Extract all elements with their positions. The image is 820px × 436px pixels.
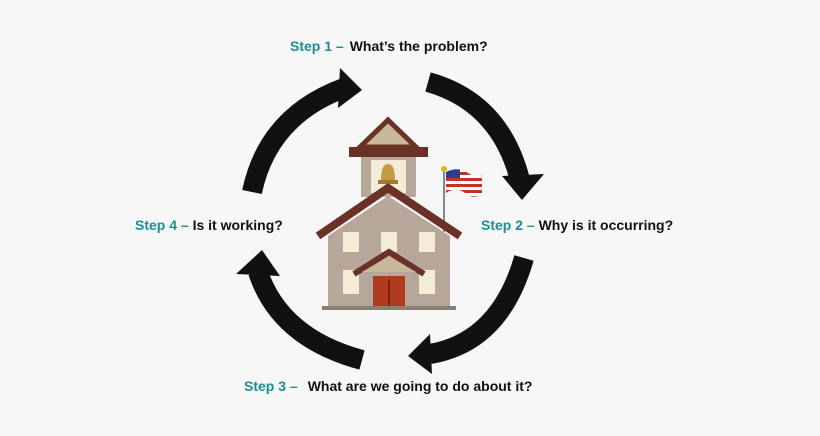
step-4-question: Is it working?	[192, 217, 283, 233]
step-1-question: What’s the problem?	[349, 38, 488, 54]
step-3-number: Step 3 –	[244, 378, 298, 394]
arrow-top-left	[242, 68, 362, 195]
step-1-number: Step 1 –	[290, 38, 344, 54]
schoolhouse-with-flag-icon	[315, 116, 482, 310]
step-1-label: Step 1 – What’s the problem?	[290, 38, 488, 54]
step-2-question: Why is it occurring?	[538, 217, 674, 233]
step-2-number: Step 2 –	[481, 217, 535, 233]
arrow-top-right	[425, 72, 544, 200]
step-4-label: Step 4 – Is it working?	[135, 217, 283, 233]
step-2-label: Step 2 – Why is it occurring?	[481, 217, 673, 233]
step-3-label: Step 3 – What are we going to do about it…	[244, 378, 532, 394]
step-3-question: What are we going to do about it?	[307, 378, 533, 394]
step-4-number: Step 4 –	[135, 217, 189, 233]
arrow-bottom-left	[236, 250, 365, 370]
arrow-bottom-right	[408, 255, 534, 374]
